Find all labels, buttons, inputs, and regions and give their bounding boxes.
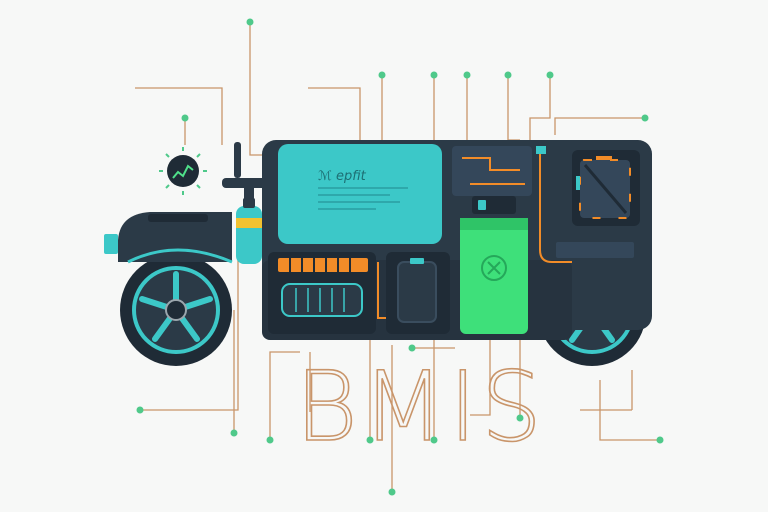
trace-nodes bbox=[136, 18, 664, 496]
screen-label: ℳ epfit bbox=[318, 169, 367, 184]
side-trace bbox=[536, 146, 634, 263]
display-screen: ℳ epfit bbox=[278, 144, 442, 244]
cylinder-icon bbox=[236, 198, 262, 264]
battery-pack-icon bbox=[460, 218, 528, 334]
chip-icon bbox=[572, 150, 640, 226]
bms-letters: BMIS bbox=[295, 351, 546, 463]
cell-module-icon bbox=[377, 252, 450, 334]
cell-stack-icon bbox=[268, 252, 376, 334]
circuit-traces bbox=[135, 22, 660, 492]
sun-gauge-icon bbox=[159, 147, 207, 195]
rear-wheel-icon bbox=[120, 254, 232, 366]
control-unit bbox=[452, 146, 532, 214]
rear-fender bbox=[104, 212, 233, 264]
